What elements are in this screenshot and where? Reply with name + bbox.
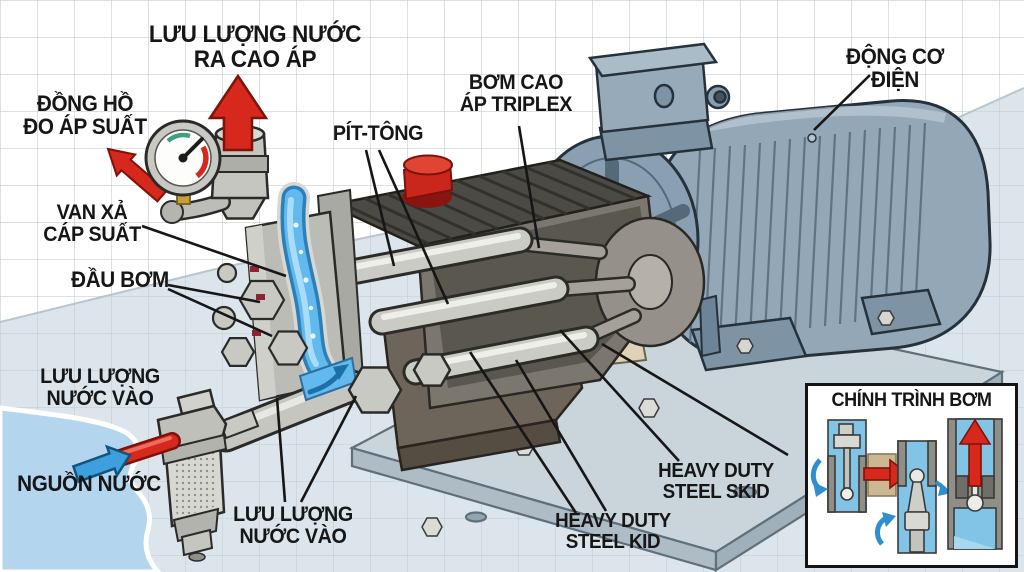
label-steel-skid: HEAVY DUTY STEEL SKID: [658, 460, 774, 504]
label-steel-kid: HEAVY DUTY STEEL KID: [555, 510, 671, 554]
leader-lines: [141, 74, 871, 514]
water-channel: [276, 182, 336, 384]
arrow-relief-icon: [106, 147, 169, 203]
outlet-assembly: [144, 73, 270, 224]
label-pump-head: ĐẦU BƠM: [71, 267, 169, 292]
pistons: [338, 226, 642, 386]
water-filter: [156, 388, 228, 562]
label-triplex-pump: BƠM CAO ÁP TRIPLEX: [459, 71, 573, 117]
inset-arrow-up-head-icon: [882, 512, 896, 527]
inset-cylinder-mid: [897, 440, 937, 554]
water-pool: [0, 405, 162, 572]
pump-head: [211, 182, 366, 402]
pressure-gauge: [144, 119, 222, 205]
label-water-inlet-upper: LƯU LƯỢNG NƯỚC VÀO: [40, 365, 160, 411]
label-relief-valve: VAN XẢ CÁP SUẤT: [43, 201, 141, 247]
inset-cylinder-suction: [827, 419, 867, 513]
label-piston: PÍT-TÔNG: [332, 122, 424, 145]
label-electric-motor: ĐỘNG CƠ ĐIỆN: [846, 44, 944, 93]
label-outlet-high-pressure: LƯU LƯỢNG NƯỚC RA CAO ÁP: [148, 21, 362, 74]
inset-arrow-discharge-icon: [958, 418, 992, 487]
inset-title: CHÍNH TRÌNH BƠM: [831, 390, 992, 411]
inset-pump-cycle: CHÍNH TRÌNH BƠM: [805, 383, 1018, 568]
motor-junction-box: [587, 42, 731, 162]
arrow-water-source-icon: [71, 444, 132, 484]
oil-cap: [402, 154, 454, 208]
label-pressure-gauge: ĐỒNG HỒ ĐO ÁP SUẤT: [23, 91, 147, 140]
inset-diagram: [810, 418, 1003, 554]
label-water-inlet-lower: LƯU LƯỢNG NƯỚC VÀO: [233, 503, 353, 549]
arrow-up-high-pressure-icon: [207, 73, 269, 152]
inlet-pipe: [209, 353, 452, 453]
inset-arrow-up-icon: [875, 515, 888, 546]
pump-crankcase: [325, 154, 706, 410]
label-water-source: NGUỒN NƯỚC: [17, 471, 161, 496]
inset-arrow-ccw-head-icon: [813, 482, 828, 497]
